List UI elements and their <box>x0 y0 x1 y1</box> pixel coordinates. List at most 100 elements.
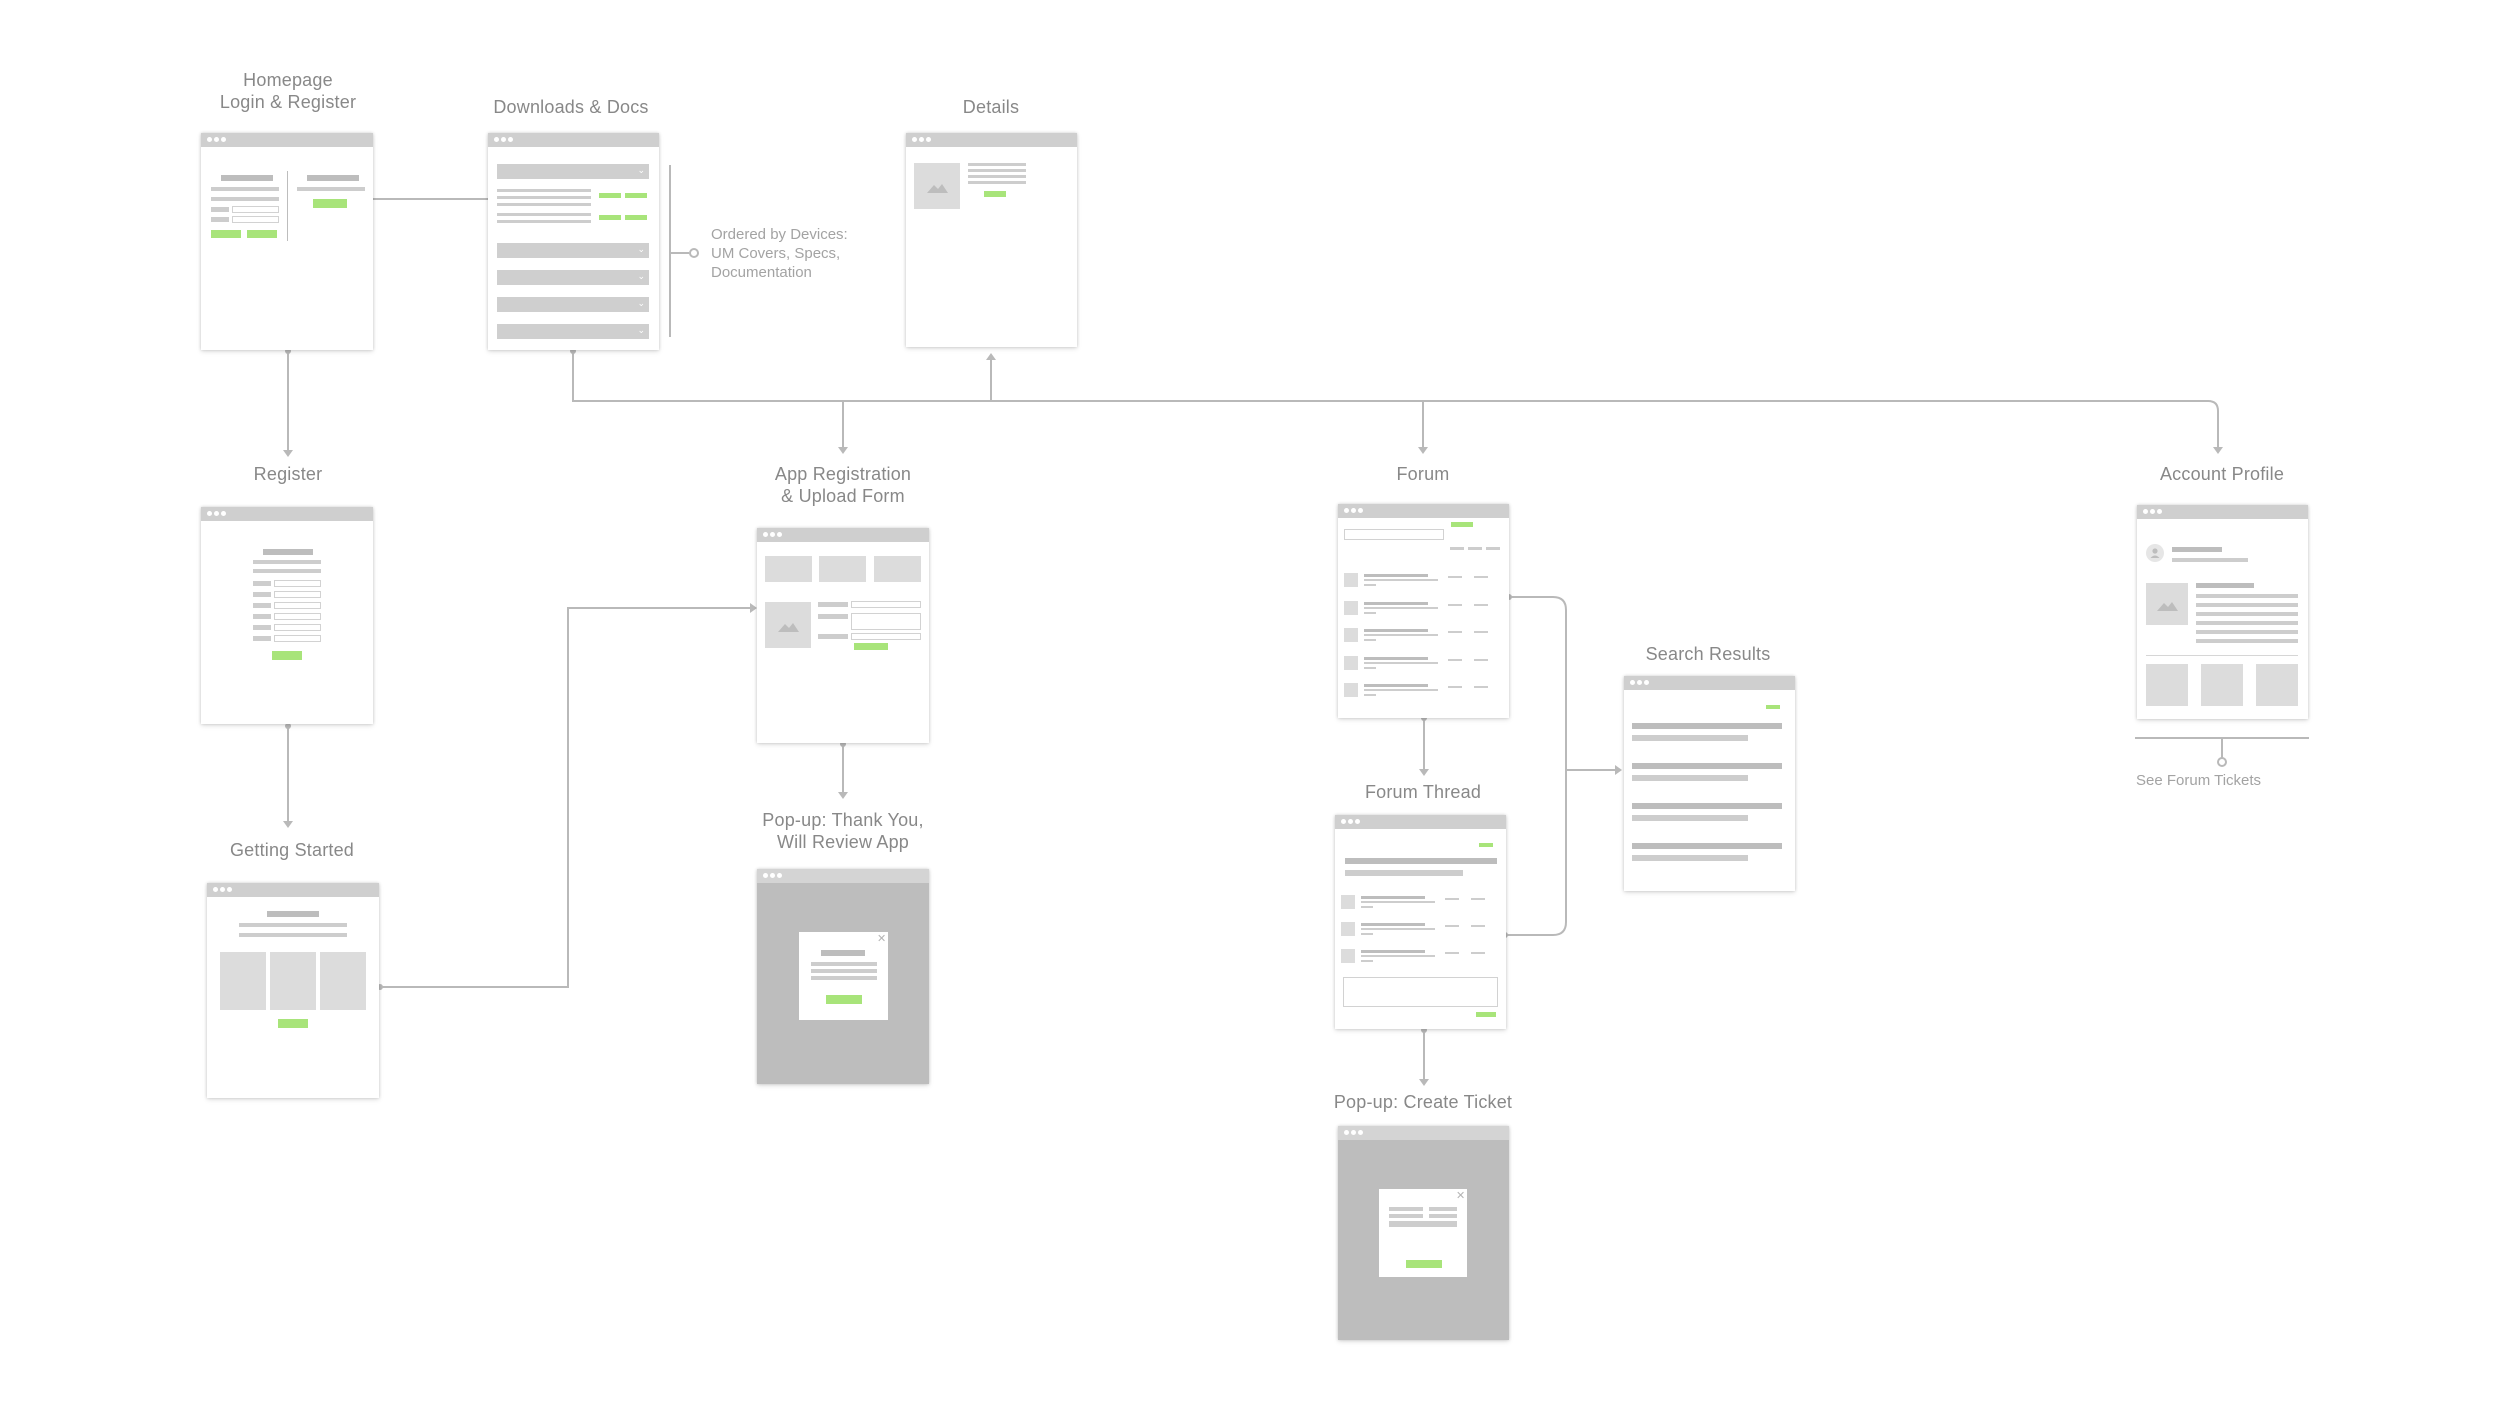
device-dropdown[interactable]: ⌄ <box>497 164 649 179</box>
start-button[interactable] <box>278 1019 308 1028</box>
row-stat <box>1445 952 1459 954</box>
step-card[interactable] <box>270 952 316 1010</box>
forum-label: Forum <box>1396 464 1450 484</box>
modal-line <box>811 962 877 966</box>
register-button[interactable] <box>247 230 277 238</box>
window-titlebar <box>488 133 659 147</box>
new-topic-button[interactable] <box>1451 522 1473 527</box>
list-item[interactable] <box>1338 600 1509 617</box>
app-tile[interactable] <box>819 556 866 582</box>
row-stat <box>1474 576 1488 578</box>
register-field[interactable] <box>274 591 321 598</box>
doc-line <box>497 203 591 206</box>
window-dots-icon <box>2143 509 2169 515</box>
row-stat <box>1448 686 1462 688</box>
row-title <box>1361 950 1425 953</box>
detail-line <box>968 175 1026 178</box>
login-field[interactable] <box>232 216 279 223</box>
chevron-down-icon: ⌄ <box>637 271 645 281</box>
getting-started-title <box>267 911 319 917</box>
download-button[interactable] <box>625 215 647 220</box>
post-reply-button[interactable] <box>1476 1012 1496 1017</box>
signup-button[interactable] <box>313 199 347 208</box>
popup-create-ticket-wireframe: ✕ <box>1338 1126 1509 1340</box>
list-item[interactable] <box>1338 655 1509 672</box>
app-name-field[interactable] <box>851 601 921 608</box>
row-stat <box>1474 686 1488 688</box>
list-item[interactable] <box>1338 683 1509 699</box>
close-icon[interactable]: ✕ <box>877 933 887 945</box>
field-label <box>253 603 271 608</box>
device-dropdown[interactable]: ⌄ <box>497 243 649 258</box>
download-button[interactable] <box>599 193 621 198</box>
row-meta <box>1364 694 1376 696</box>
register-field[interactable] <box>274 602 321 609</box>
register-field[interactable] <box>274 613 321 620</box>
create-ticket-modal: ✕ <box>1379 1189 1467 1277</box>
filter-tab[interactable] <box>1450 547 1464 550</box>
popup-thank-you-wireframe: ✕ <box>757 869 929 1084</box>
search-action-button[interactable] <box>1766 705 1780 709</box>
list-item[interactable] <box>1335 949 1506 965</box>
login-field[interactable] <box>232 206 279 213</box>
register-field[interactable] <box>274 624 321 631</box>
register-field[interactable] <box>274 635 321 642</box>
app-registration-label: App Registration & Upload Form <box>774 464 912 506</box>
forum-tickets-link[interactable]: See Forum Tickets <box>2136 772 2262 789</box>
download-button[interactable] <box>599 215 621 220</box>
row-stat <box>1445 898 1459 900</box>
row-title <box>1364 656 1428 660</box>
step-card[interactable] <box>320 952 366 1010</box>
device-dropdown[interactable]: ⌄ <box>497 324 649 339</box>
app-description-field[interactable] <box>851 613 921 630</box>
modal-ok-button[interactable] <box>826 995 862 1004</box>
result-title <box>1632 763 1782 769</box>
row-line <box>1364 689 1438 691</box>
popup-create-ticket-label: Pop-up: Create Ticket <box>1333 1092 1513 1112</box>
detail-action-button[interactable] <box>984 191 1006 197</box>
app-file-field[interactable] <box>851 633 921 640</box>
ticket-field[interactable] <box>1429 1214 1457 1218</box>
chevron-down-icon: ⌄ <box>637 298 645 308</box>
step-card[interactable] <box>220 952 266 1010</box>
modal-line <box>811 976 877 980</box>
profile-app-tile[interactable] <box>2201 664 2243 706</box>
chevron-down-icon: ⌄ <box>637 165 645 175</box>
window-dots-icon <box>494 137 520 143</box>
login-button[interactable] <box>211 230 241 238</box>
submit-ticket-button[interactable] <box>1406 1260 1442 1268</box>
intro-line <box>239 923 347 927</box>
device-dropdown[interactable]: ⌄ <box>497 297 649 312</box>
device-dropdown[interactable]: ⌄ <box>497 270 649 285</box>
app-tile[interactable] <box>874 556 921 582</box>
list-item[interactable] <box>1338 628 1509 644</box>
ticket-field[interactable] <box>1389 1214 1423 1218</box>
app-icon-upload[interactable] <box>765 602 811 648</box>
reply-button[interactable] <box>1479 843 1493 847</box>
list-item[interactable] <box>1335 895 1506 911</box>
window-titlebar <box>201 507 373 521</box>
window-titlebar <box>1335 815 1506 829</box>
forum-thread-label: Forum Thread <box>1364 782 1482 802</box>
product-image <box>914 163 960 209</box>
filter-tab[interactable] <box>1486 547 1500 550</box>
download-button[interactable] <box>625 193 647 198</box>
list-item[interactable] <box>1335 922 1506 938</box>
row-stat <box>1448 658 1462 661</box>
close-icon[interactable]: ✕ <box>1456 1190 1466 1202</box>
filter-tab[interactable] <box>1468 547 1482 550</box>
register-submit-button[interactable] <box>272 651 302 660</box>
profile-app-tile[interactable] <box>2256 664 2298 706</box>
register-field[interactable] <box>274 580 321 587</box>
list-item[interactable] <box>1338 573 1509 589</box>
result-snippet <box>1632 775 1748 781</box>
app-tile[interactable] <box>765 556 812 582</box>
profile-app-tile[interactable] <box>2146 664 2188 706</box>
forum-search-input[interactable] <box>1344 529 1444 540</box>
ticket-message-field[interactable] <box>1389 1221 1457 1227</box>
upload-submit-button[interactable] <box>854 643 888 650</box>
reply-textarea[interactable] <box>1343 977 1498 1007</box>
doc-line <box>497 213 591 216</box>
window-dots-icon <box>213 887 239 893</box>
register-heading <box>307 175 359 181</box>
